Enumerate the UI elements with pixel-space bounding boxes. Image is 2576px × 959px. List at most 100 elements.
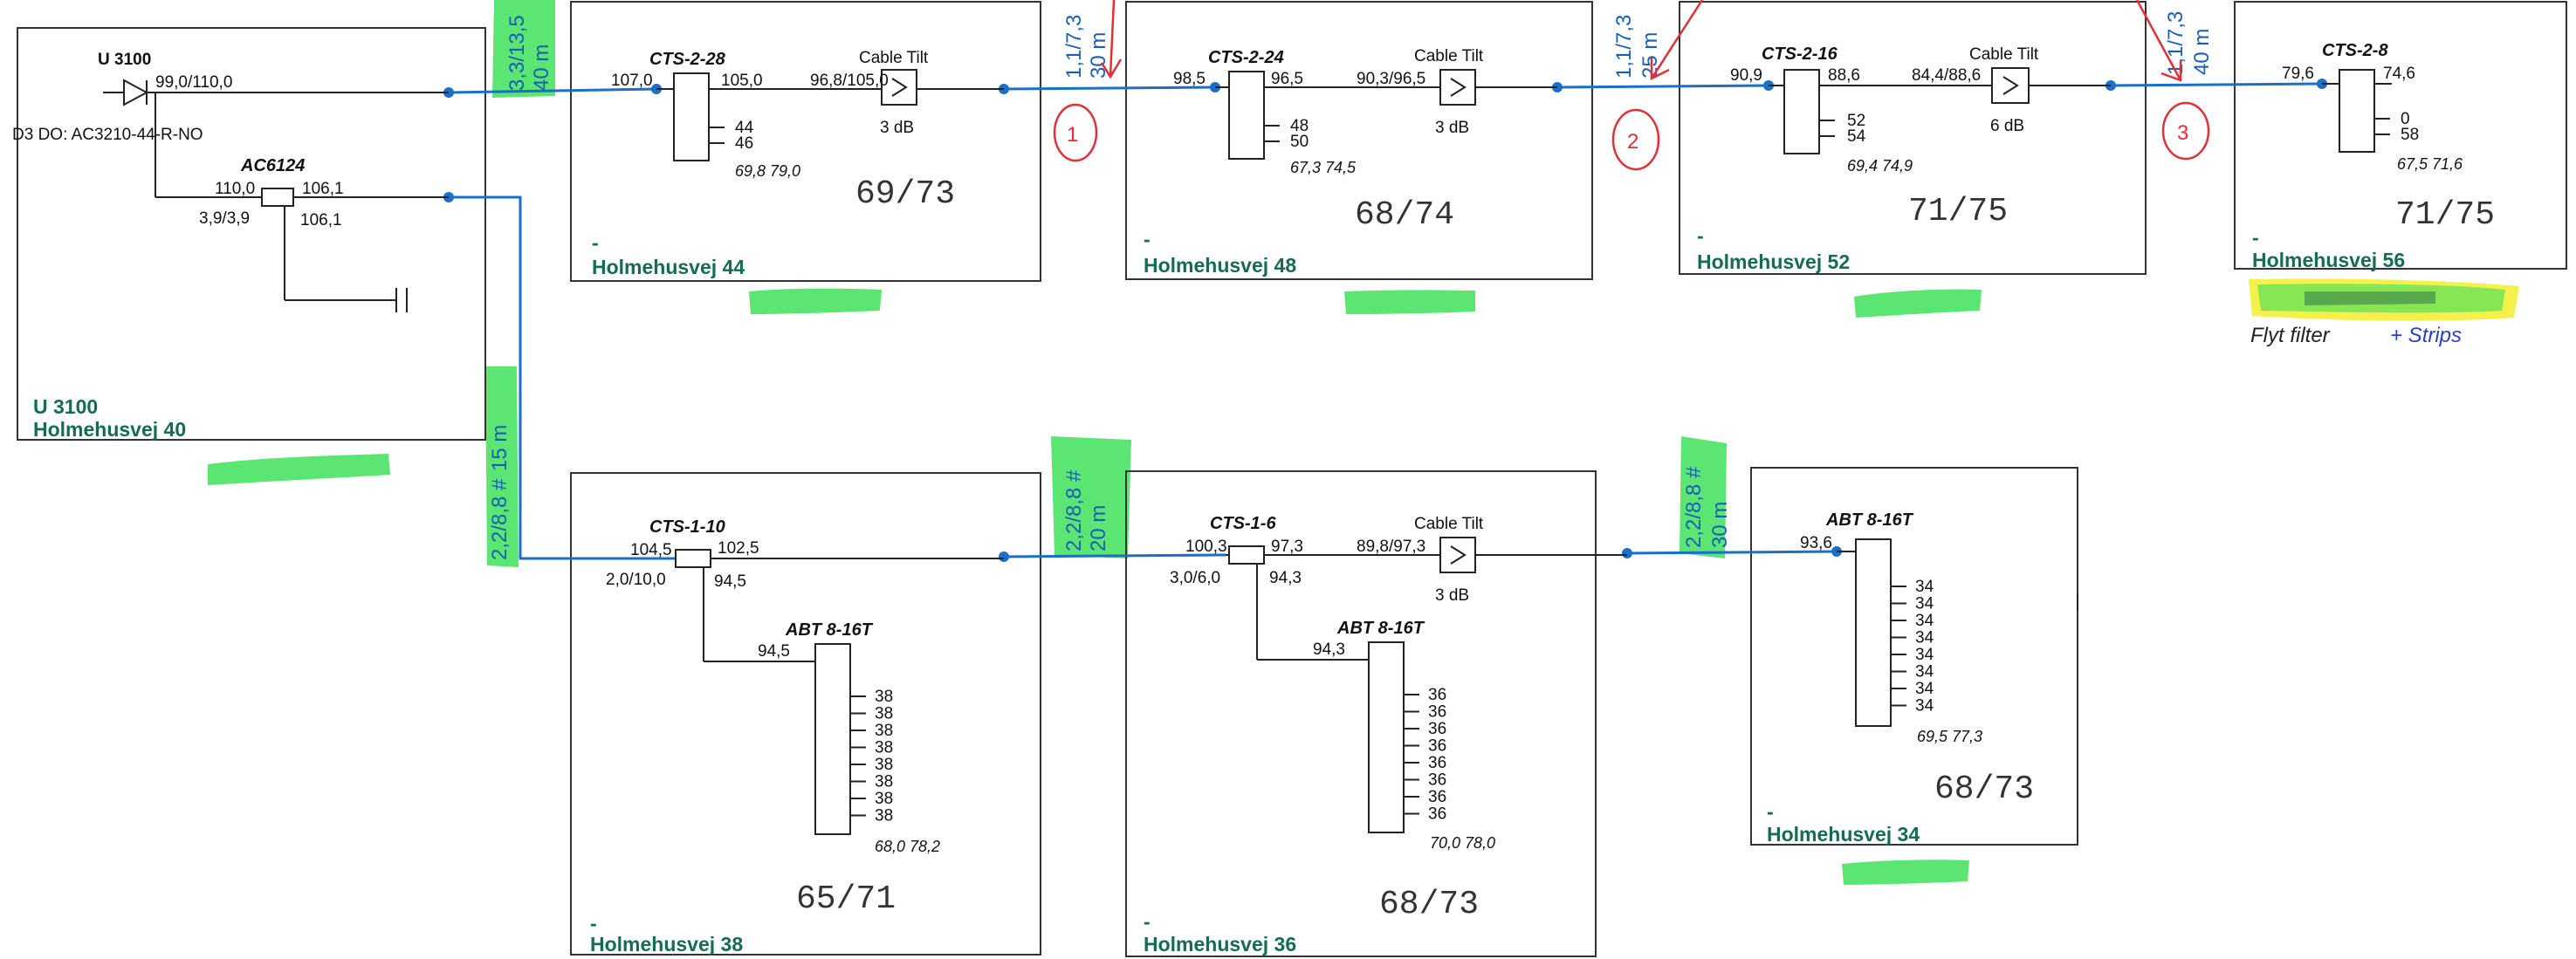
cable-label-6-line2: 30 m bbox=[1708, 502, 1732, 548]
headend-order: D3 DO: AC3210-44-R-NO bbox=[12, 126, 203, 144]
tap-cts-2-28 bbox=[673, 72, 710, 161]
outlet-label: ABT 8-16T bbox=[785, 620, 874, 640]
cable-label-3-line2: 40 m bbox=[2190, 29, 2214, 75]
node-port-1: 52 bbox=[1847, 112, 1865, 130]
node-port-1: 48 bbox=[1290, 117, 1309, 135]
cables bbox=[448, 82, 2323, 560]
node-holmehusvej-56: CTS-2-8 79,6 74,6 0 58 67,5 71,6 71/75 -… bbox=[2252, 41, 2495, 271]
port-value: 34 bbox=[1915, 646, 1934, 664]
node-branch: 94,3 bbox=[1269, 569, 1302, 587]
port-value: 34 bbox=[1915, 612, 1934, 630]
port-value: 36 bbox=[1428, 737, 1446, 756]
tap-ac6124 bbox=[261, 188, 294, 207]
frame-headend bbox=[17, 27, 486, 441]
node-min-max: 67,3 74,5 bbox=[1290, 159, 1357, 176]
circle-number-3: 3 bbox=[2177, 121, 2188, 145]
circle-number-2: 2 bbox=[1627, 130, 1638, 154]
node-min-max: 67,5 71,6 bbox=[2397, 155, 2463, 173]
headend-title: U 3100 bbox=[98, 51, 151, 69]
circle-mark-2 bbox=[1611, 108, 1660, 171]
tilt-label: Cable Tilt bbox=[1414, 515, 1484, 533]
node-ratio: 68/73 bbox=[1379, 886, 1479, 923]
frames bbox=[17, 1, 2567, 957]
node-label: CTS-2-16 bbox=[1762, 45, 1838, 64]
node-ratio: 65/71 bbox=[796, 880, 896, 918]
circle-mark-3 bbox=[2161, 101, 2210, 161]
port-value: 36 bbox=[1428, 805, 1446, 824]
node-label: CTS-2-28 bbox=[649, 50, 726, 69]
outlet-abt-34 bbox=[1855, 538, 1892, 727]
node-address: Holmehusvej 44 bbox=[592, 256, 745, 278]
cable-label-2-line2: 25 m bbox=[1638, 32, 1662, 79]
node-address: Holmehusvej 34 bbox=[1767, 823, 1920, 846]
circle-mark-1 bbox=[1053, 103, 1098, 162]
outlet-abt-38 bbox=[814, 643, 851, 835]
tilt-levels: 96,8/105,0 bbox=[810, 72, 889, 90]
node-address: Holmehusvej 48 bbox=[1144, 254, 1296, 277]
node-in: 90,9 bbox=[1730, 66, 1762, 85]
frame-holmehusvej-38 bbox=[570, 472, 1041, 956]
node-address: Holmehusvej 38 bbox=[590, 933, 743, 956]
port-value: 38 bbox=[875, 688, 893, 706]
port-value: 38 bbox=[875, 773, 893, 791]
cable-label-1-line1: 1,1/7,3 bbox=[1062, 15, 1086, 79]
cable-label-4-line1: 2,2/8,8 # bbox=[488, 478, 512, 560]
tilt-db: 6 dB bbox=[1990, 117, 2024, 135]
port-value: 34 bbox=[1915, 595, 1934, 613]
tilt-block-44 bbox=[881, 69, 917, 106]
node-in: 107,0 bbox=[611, 72, 653, 90]
node-out: 96,5 bbox=[1271, 70, 1303, 88]
node-in: 93,6 bbox=[1800, 534, 1832, 552]
cable-dots bbox=[443, 79, 2327, 562]
node-out: 88,6 bbox=[1828, 66, 1860, 85]
port-value: 36 bbox=[1428, 754, 1446, 772]
highlight-marks bbox=[208, 0, 1982, 885]
outlet-label: ABT 8-16T bbox=[1336, 619, 1425, 638]
node-branch: 94,5 bbox=[714, 572, 746, 591]
note-strips: + Strips bbox=[2390, 324, 2462, 347]
tilt-block-36 bbox=[1439, 537, 1476, 573]
arrow-mark-1 bbox=[1100, 0, 1123, 79]
node-holmehusvej-38: CTS-1-10 104,5 102,5 2,0/10,0 94,5 ABT 8… bbox=[590, 517, 940, 956]
amplifier-symbol bbox=[123, 79, 149, 106]
port-value: 36 bbox=[1428, 788, 1446, 806]
port-value: 36 bbox=[1428, 720, 1446, 738]
handwritten-text: 1 2 3 Flyt filter + Strips bbox=[1067, 121, 2462, 347]
node-ratio: 71/75 bbox=[2395, 196, 2495, 234]
node-out: 102,5 bbox=[718, 539, 759, 558]
node-loss: 3,0/6,0 bbox=[1170, 569, 1220, 587]
headend-name: U 3100 bbox=[33, 395, 98, 418]
tap-cts-1-6 bbox=[1228, 545, 1265, 565]
node-holmehusvej-36: CTS-1-6 100,3 97,3 3,0/6,0 94,3 Cable Ti… bbox=[1144, 514, 1495, 956]
node-min-max: 70,0 78,0 bbox=[1430, 834, 1495, 852]
arrow-mark-2 bbox=[1650, 0, 1704, 81]
headend-tap-out: 106,1 bbox=[302, 180, 344, 198]
frame-holmehusvej-48 bbox=[1125, 1, 1593, 280]
port-value: 34 bbox=[1915, 697, 1934, 716]
circle-number-1: 1 bbox=[1067, 123, 1078, 147]
tap-cts-2-16 bbox=[1783, 69, 1820, 154]
node-holmehusvej-52: CTS-2-16 90,9 88,6 52 54 Cable Tilt 84,4… bbox=[1697, 45, 2039, 273]
outlet-in: 94,5 bbox=[758, 642, 790, 661]
outlet-abt-36 bbox=[1368, 641, 1405, 833]
node-dash: - bbox=[1144, 228, 1151, 250]
node-port-2: 58 bbox=[2401, 126, 2419, 144]
port-value: 38 bbox=[875, 722, 893, 740]
frame-holmehusvej-52 bbox=[1679, 1, 2147, 275]
node-port-1: 44 bbox=[735, 119, 754, 137]
node-min-max: 69,8 79,0 bbox=[735, 162, 800, 180]
node-address: Holmehusvej 56 bbox=[2252, 249, 2405, 271]
cable-label-5-line2: 20 m bbox=[1087, 505, 1110, 551]
node-dash: - bbox=[1767, 800, 1774, 823]
note-flyt-filter: Flyt filter bbox=[2250, 324, 2331, 347]
node-out: 105,0 bbox=[721, 72, 763, 90]
node-out: 97,3 bbox=[1271, 538, 1303, 556]
port-value: 34 bbox=[1915, 680, 1934, 698]
node-ratio: 71/75 bbox=[1908, 193, 2008, 230]
tap-cts-2-24 bbox=[1228, 71, 1265, 160]
node-dash: - bbox=[1697, 224, 1704, 247]
frame-holmehusvej-36 bbox=[1125, 470, 1597, 957]
cable-label-6-line1: 2,2/8,8 # bbox=[1682, 466, 1706, 548]
cable-labels: 3,3/13,5 40 m 1,1/7,3 30 m 1,1/7,3 25 m … bbox=[488, 11, 2214, 560]
